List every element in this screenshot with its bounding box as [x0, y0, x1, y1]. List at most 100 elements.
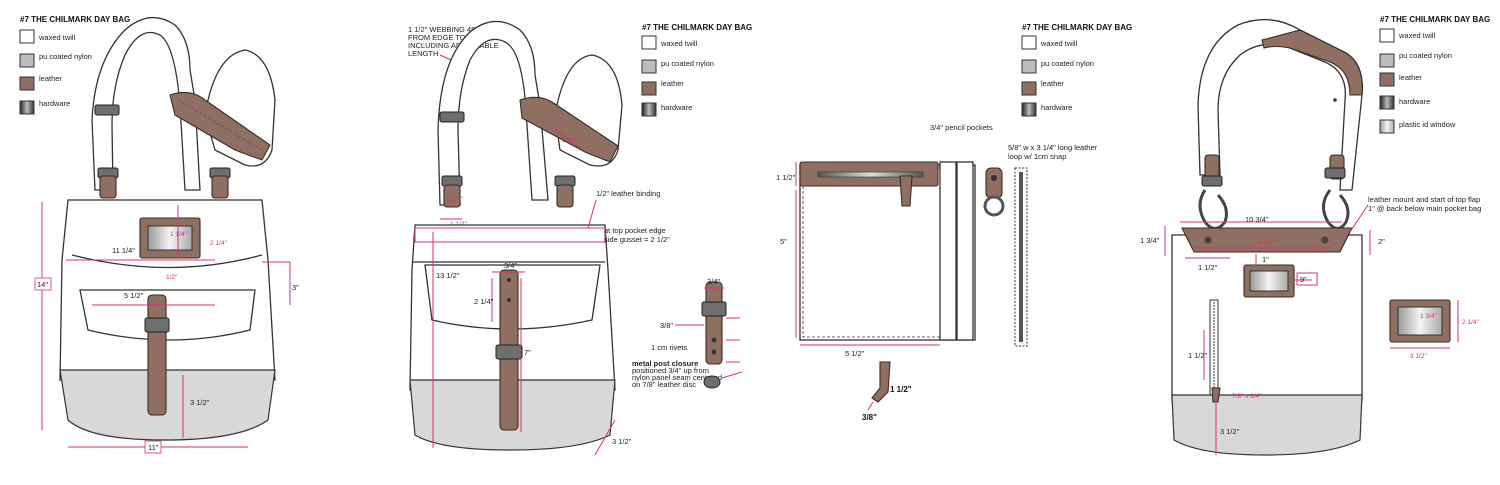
swatch-nylon	[19, 53, 35, 68]
front-buckle-icon	[144, 317, 170, 333]
rivet-icon	[711, 349, 717, 355]
strap-buckle-icon	[439, 111, 465, 123]
legend-label: hardware	[39, 99, 70, 108]
legend-label: hardware	[661, 103, 692, 112]
swatch-nylon	[641, 59, 657, 74]
dim-detail-h: 3/8"	[660, 321, 673, 330]
legend-label: plastic id window	[1399, 120, 1456, 129]
note-rivets: 1 cm rivets	[651, 343, 688, 352]
dim-side: 3"	[292, 283, 299, 292]
strap-tab	[1204, 154, 1220, 180]
dim-strap-top: 3/4"	[504, 261, 517, 270]
loop-strip-core	[1019, 172, 1023, 342]
swatch-waxed-twill	[19, 29, 35, 44]
legend-panel-1: #7 THE CHILMARK DAY BAG waxed twill pu c…	[19, 15, 130, 115]
legend-label: hardware	[1041, 103, 1072, 112]
note-binding: 1/2" leather binding	[596, 189, 660, 198]
note-pencil: 3/4" pencil pockets	[930, 123, 993, 132]
strap-ring-icon	[1201, 175, 1223, 187]
dim-mount-w: 6 3/4"	[1258, 240, 1275, 247]
dim-label-h: 2 1/4"	[210, 240, 227, 247]
legend-label: pu coated nylon	[39, 52, 92, 61]
interior-pocket-view: 3/4" pencil pockets 5/8" w x 3 1/4" long…	[776, 123, 1098, 422]
legend-panel-2: #7 THE CHILMARK DAY BAG waxed twill pu c…	[641, 23, 752, 117]
swatch-leather	[19, 76, 35, 91]
legend-label: leather	[661, 79, 684, 88]
dim-detail-w: 3/4"	[707, 277, 720, 286]
id-detail-window	[1397, 306, 1443, 336]
dim-strap-h: 2 1/4"	[474, 297, 494, 306]
dim-top-w: 10 3/4"	[1245, 215, 1269, 224]
dim-tab-h: 1 1/4"	[446, 196, 463, 203]
dim-bottom: 11"	[148, 443, 159, 452]
snap-icon	[991, 175, 997, 181]
dim-label-gap: 1"	[1262, 255, 1269, 264]
dim-nylon: 3 1/2"	[190, 398, 210, 407]
back-view: 10 3/4" 1 3/4" 6 3/4" 2" 1 1/2" 1" 9" le…	[1140, 18, 1481, 456]
dim-zip-len: 1 1/2"	[1188, 351, 1208, 360]
swatch-id-window	[1379, 119, 1395, 134]
strap-tab	[556, 184, 574, 208]
snap-hook-icon	[1198, 189, 1228, 230]
front-buckle-icon	[495, 344, 523, 360]
legend-label: leather	[1041, 79, 1064, 88]
id-window	[147, 225, 193, 251]
dim-label-inner: 1 1/4"	[170, 231, 187, 238]
legend-title: #7 THE CHILMARK DAY BAG	[20, 15, 130, 24]
zipper	[817, 171, 924, 178]
swatch-hardware	[641, 102, 657, 117]
dim-width: 5 1/2"	[845, 349, 865, 358]
rivet-icon	[711, 337, 717, 343]
swatch-leather	[641, 81, 657, 96]
shoulder-strap	[437, 20, 549, 206]
shoulder-strap	[91, 17, 201, 191]
swatch-nylon	[1021, 59, 1037, 74]
legend-label: waxed twill	[1398, 31, 1436, 40]
dim-right-off: 9"	[1300, 275, 1307, 284]
dim-height: 13 1/2"	[436, 271, 460, 280]
swatch-leather	[1379, 72, 1395, 87]
dim-height: 5"	[780, 237, 787, 246]
front-view: 14" 11 1/4" 5 1/2" 3" 3 1/2" 11" 2 1/4" …	[34, 17, 299, 454]
dim-id-inner: 1 3/4"	[1420, 313, 1437, 320]
shoulder-pad	[519, 96, 619, 163]
dim-zip-note: 7/8" x 3/4"	[1232, 393, 1262, 400]
legend-title: #7 THE CHILMARK DAY BAG	[1380, 15, 1490, 24]
swatch-leather	[1021, 81, 1037, 96]
dim-left-offset: 1 1/2"	[1198, 263, 1218, 272]
dim-pull-w: 3/8"	[862, 413, 877, 422]
legend-label: waxed twill	[1040, 39, 1078, 48]
legend-label: waxed twill	[38, 33, 76, 42]
shoulder-pad	[1261, 29, 1363, 96]
strap-tab	[211, 175, 229, 199]
pencil-pocket	[939, 161, 957, 341]
pull-detail	[871, 361, 891, 403]
dim-zip-band: 1 1/2"	[776, 173, 796, 182]
legend-label: leather	[1399, 73, 1422, 82]
dim-label-w: 1/2"	[166, 274, 178, 281]
dim-right-h: 2"	[1378, 237, 1385, 246]
swatch-waxed-twill	[1021, 35, 1037, 50]
leather-mount	[1181, 227, 1353, 253]
dim-flap: 5 1/2"	[124, 291, 144, 300]
post-closure-icon	[703, 375, 721, 389]
legend-label: leather	[39, 74, 62, 83]
legend-label: pu coated nylon	[1041, 59, 1094, 68]
legend-label: waxed twill	[660, 39, 698, 48]
strap-tab	[99, 175, 117, 199]
front-strap	[147, 294, 167, 416]
snap-hook-icon	[1322, 189, 1350, 230]
legend-label: pu coated nylon	[1399, 51, 1452, 60]
bag-bottom-nylon	[59, 369, 276, 441]
zip-pull	[899, 175, 913, 207]
legend-title: #7 THE CHILMARK DAY BAG	[1022, 23, 1132, 32]
zip-pull	[1211, 387, 1221, 403]
shoulder-pad	[169, 91, 271, 161]
dim-nylon: 3 1/2"	[1220, 427, 1240, 436]
